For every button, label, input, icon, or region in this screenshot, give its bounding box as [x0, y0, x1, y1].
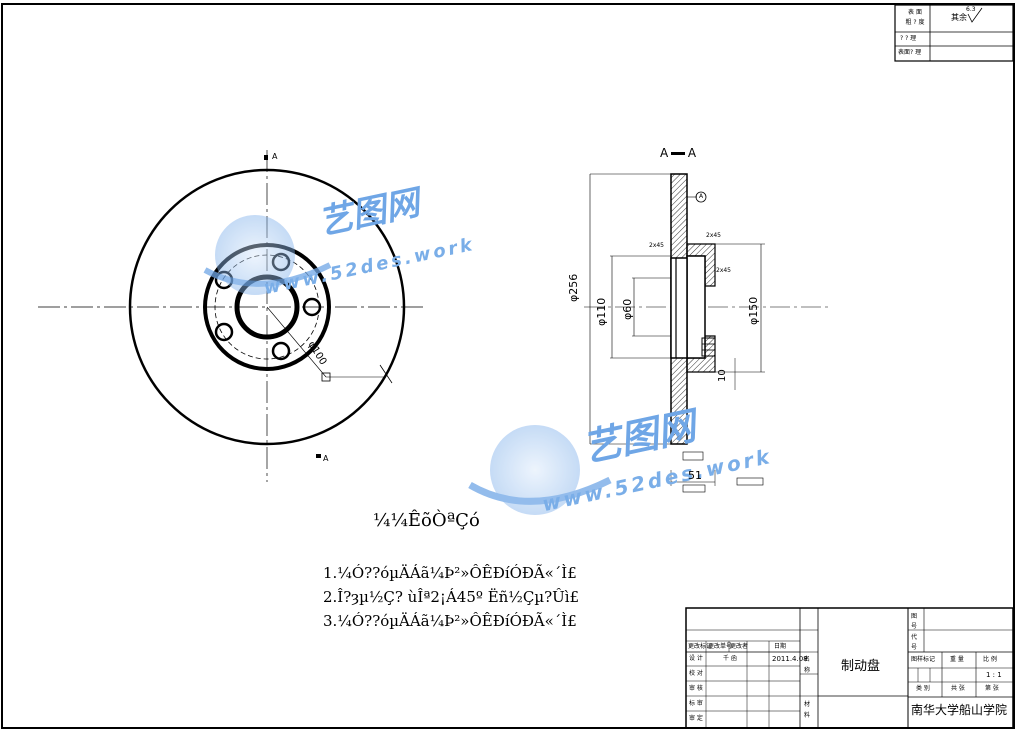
requirement-item: 2.Î?ȝµ½Ç? ùÎª2¡Á45º Ëñ½Çµ?Ûì£ — [323, 588, 580, 606]
sheet-border — [1, 3, 1015, 729]
roughness-row-1-label: 表 面 粗 ? 度 — [905, 9, 925, 26]
tb-reviser-label: 更改者 — [730, 643, 749, 650]
roughness-row-1-value: 其余 — [951, 13, 967, 22]
tb-name-label: 名 称 — [804, 656, 811, 674]
tb-scale-value: 1 : 1 — [986, 671, 1002, 679]
tb-part-name: 制动盘 — [841, 659, 881, 674]
roughness-table — [894, 4, 1014, 62]
tb-drawing-no-label: 图 号 — [911, 613, 918, 630]
watermark-graphic-1 — [203, 215, 332, 295]
dim-10: 10 — [717, 369, 728, 382]
roughness-row-2-label: ? ? 理 — [900, 35, 917, 42]
tb-revno-label: 更改单号 — [708, 643, 733, 650]
roughness-symbol-value: 6.3 — [966, 6, 976, 13]
roughness-row-3-label: 表面? 理 — [898, 49, 922, 56]
tb-scale-label: 比 例 — [983, 656, 997, 663]
tb-category-label: 类 别 — [916, 685, 930, 692]
tb-sheet-label: 第 张 — [985, 685, 999, 692]
chamfer-label-3: 2x45 — [716, 267, 732, 274]
tb-weight-label: 重 量 — [950, 656, 964, 663]
requirement-item: 1.¼Ó??óµÄÁã¼Þ²»ÔÊÐíÓÐÃ«´Ì£ — [323, 564, 577, 582]
requirement-item: 3.¼Ó??óµÄÁã¼Þ²»ÔÊÐíÓÐÃ«´Ì£ — [323, 612, 577, 630]
section-mark-top: A — [272, 152, 278, 161]
tb-standard-label: 标 审 — [689, 700, 703, 707]
chamfer-label-1: 2x45 — [649, 242, 665, 249]
section-mark-bottom: A — [323, 454, 329, 463]
tb-date-label: 日期 — [774, 643, 787, 650]
section-view-label: A — A — [660, 146, 697, 160]
tb-review-label: 审 核 — [689, 685, 703, 692]
tb-revision-label: 更改标记 — [688, 643, 713, 650]
tb-check-label: 校 对 — [689, 670, 703, 677]
watermark-graphic-2 — [468, 425, 612, 515]
tb-designer: 千 函 — [723, 655, 737, 662]
dim-phi256: φ256 — [567, 273, 580, 302]
tb-date-value: 2011.4.08 — [772, 655, 808, 663]
tb-material-label: 材 料 — [804, 701, 811, 719]
chamfer-label-2: 2x45 — [706, 232, 722, 239]
tb-total-label: 共 张 — [951, 685, 965, 692]
datum-label: A — [699, 193, 704, 200]
tb-stage-label: 图样标记 — [911, 656, 936, 663]
dim-phi150: φ150 — [747, 296, 760, 325]
dim-phi110: φ110 — [595, 297, 608, 326]
tb-code-label: 代 号 — [911, 634, 918, 651]
tb-design-label: 设 计 — [689, 655, 703, 662]
requirements-heading: ¼¼ÊõÒªÇó — [373, 510, 480, 531]
tb-school: 南华大学船山学院 — [911, 703, 1008, 717]
dim-phi60: φ60 — [621, 298, 634, 320]
title-block — [685, 607, 1014, 729]
tb-approve-label: 审 定 — [689, 715, 703, 722]
dim-width51: 51 — [688, 469, 702, 482]
section-view — [584, 152, 830, 493]
